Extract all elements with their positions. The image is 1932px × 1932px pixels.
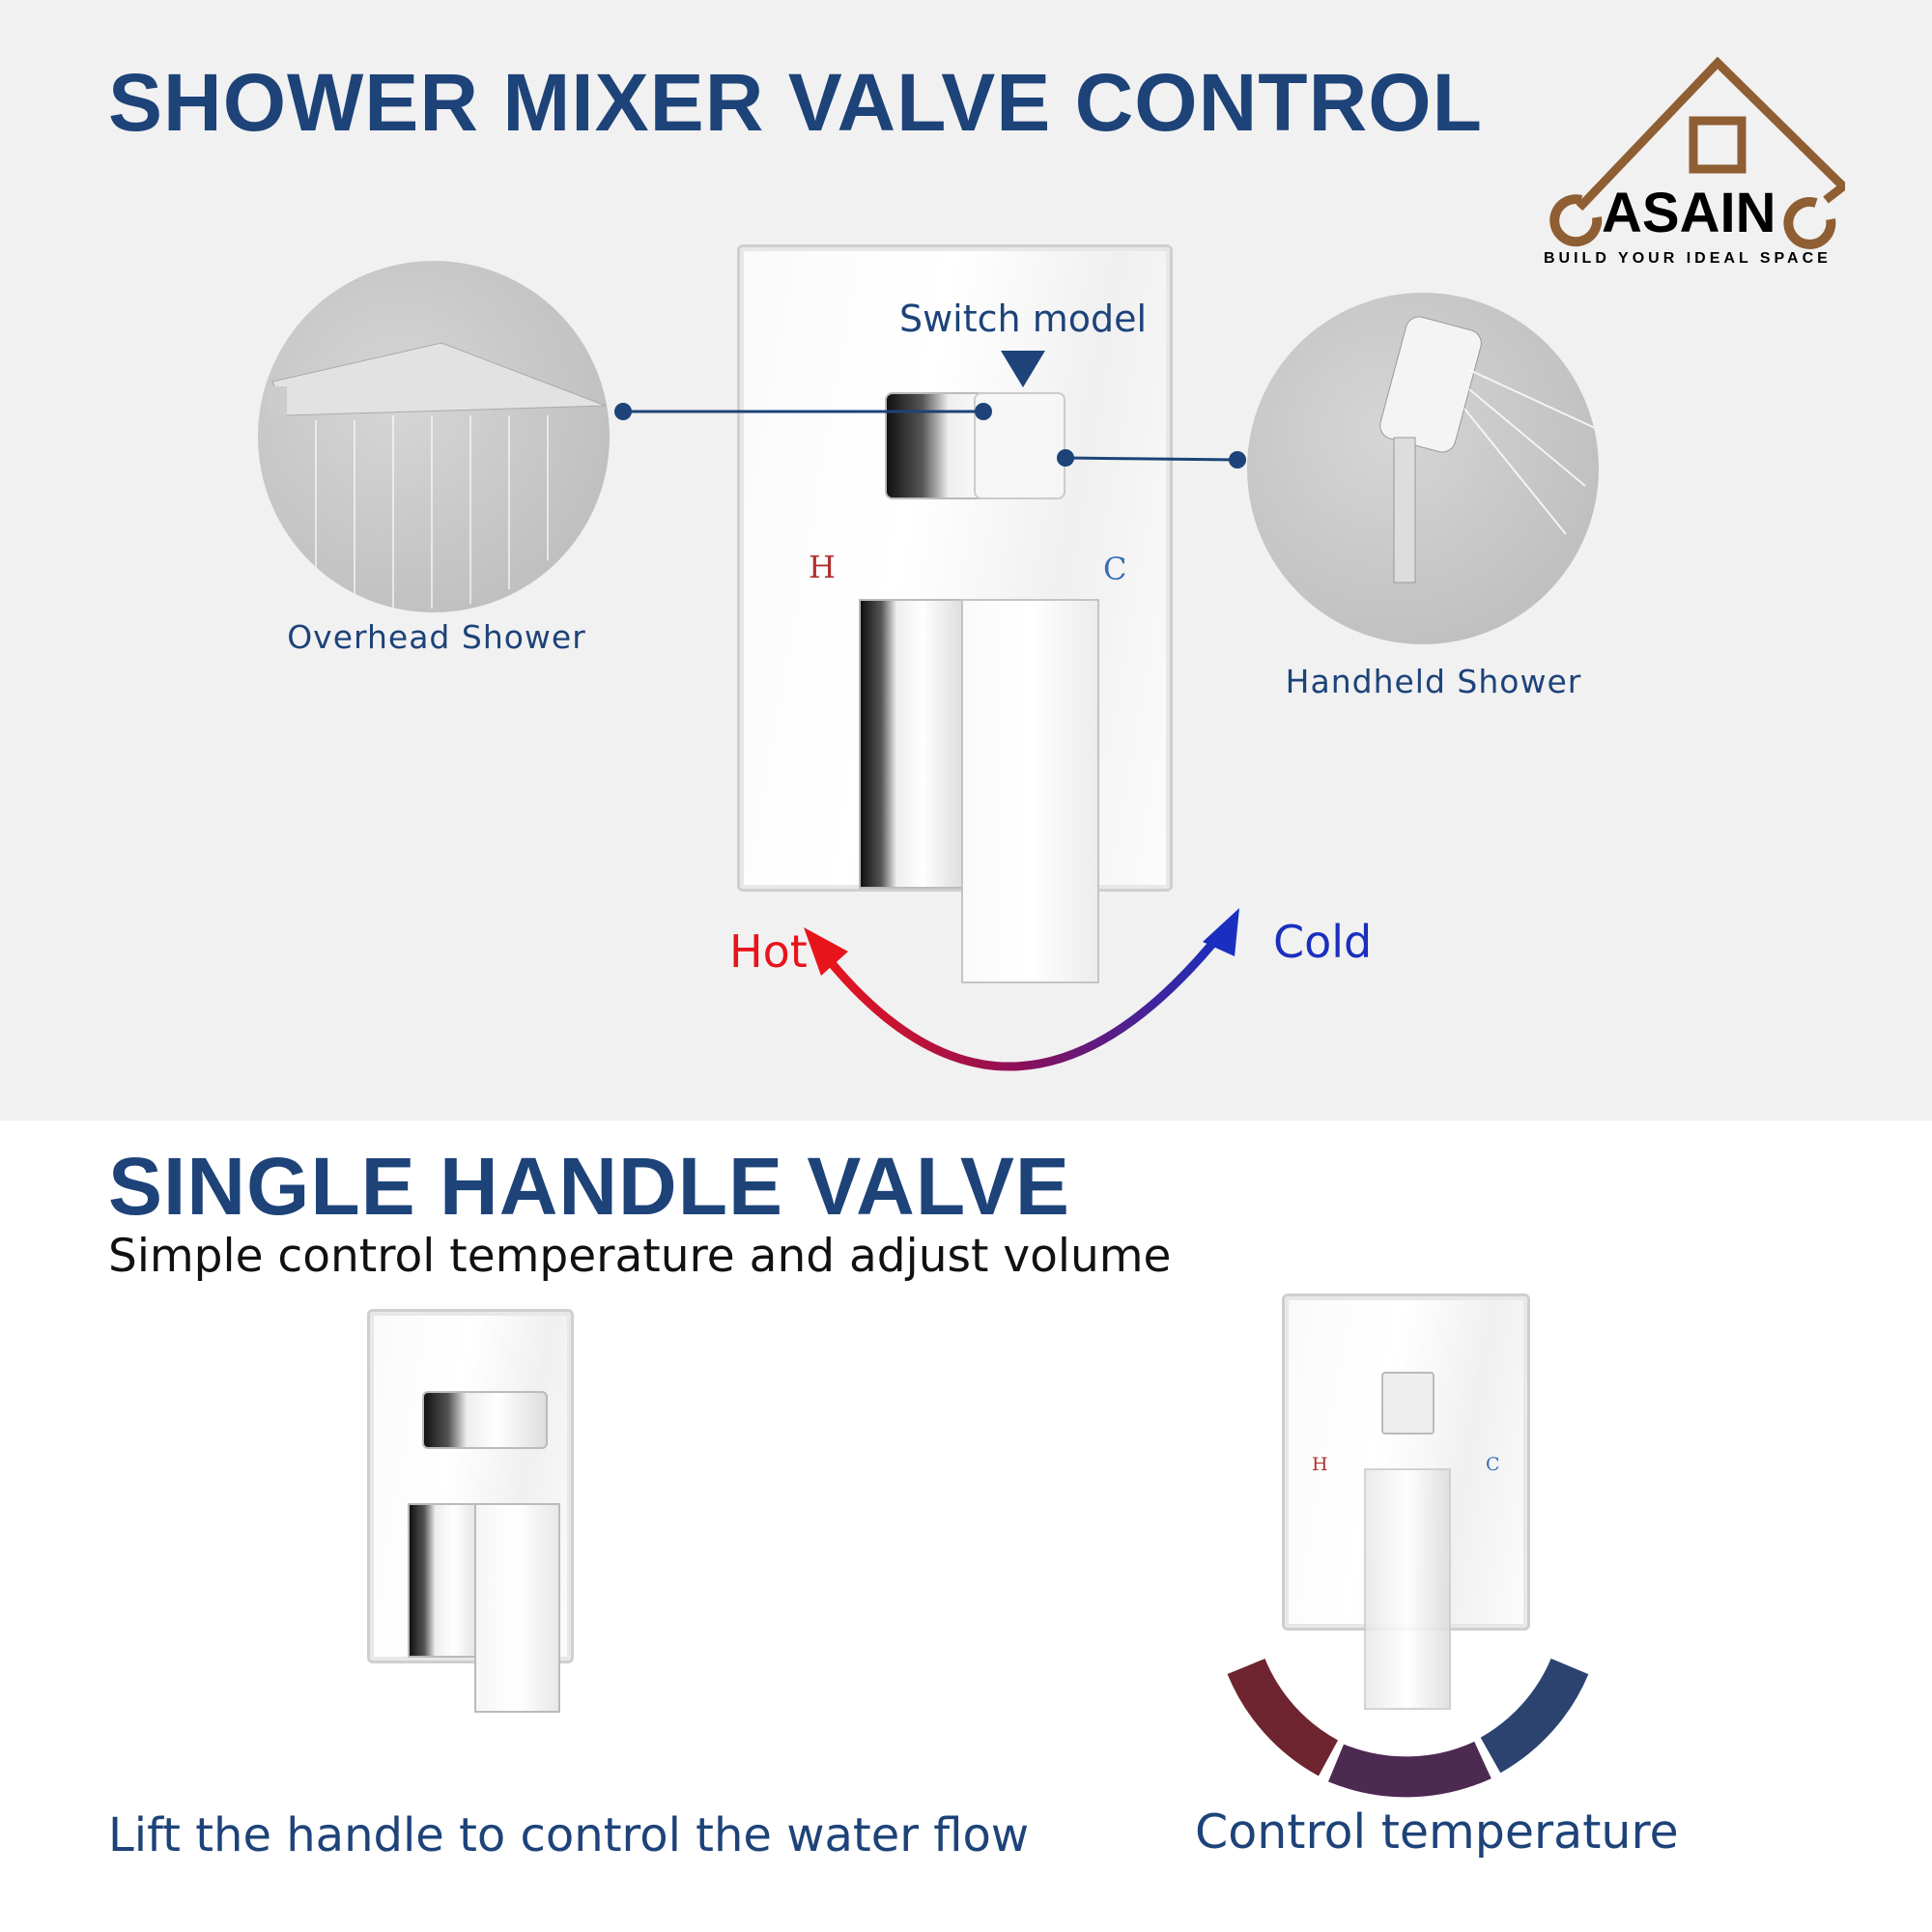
svg-text:BUILD YOUR IDEAL SPACE: BUILD YOUR IDEAL SPACE	[1544, 250, 1832, 267]
right-cold-mark: C	[1486, 1454, 1500, 1475]
left-valve-handle	[474, 1503, 560, 1713]
left-valve-handle-side	[408, 1503, 485, 1658]
handle-side	[859, 599, 965, 889]
cold-mark: C	[1103, 551, 1127, 587]
right-caption: Control temperature	[1195, 1804, 1679, 1860]
diverter-knob-face	[974, 392, 1065, 499]
hot-mark: H	[809, 549, 836, 585]
section-subtitle: Simple control temperature and adjust vo…	[108, 1230, 1172, 1283]
hot-label: Hot	[729, 925, 808, 978]
page-title: SHOWER MIXER VALVE CONTROL	[108, 57, 1483, 148]
overhead-shower-label: Overhead Shower	[287, 618, 586, 656]
overhead-shower-image	[258, 261, 610, 612]
right-valve-handle	[1364, 1468, 1451, 1710]
svg-text:ASAIN: ASAIN	[1602, 182, 1776, 244]
cold-label: Cold	[1273, 916, 1373, 968]
right-valve-diverter	[1381, 1372, 1435, 1435]
switch-model-label: Switch model	[898, 298, 1148, 340]
left-valve-diverter	[422, 1391, 548, 1449]
section-title: SINGLE HANDLE VALVE	[108, 1141, 1070, 1232]
handheld-shower-label: Handheld Shower	[1285, 663, 1582, 700]
right-hot-mark: H	[1312, 1454, 1328, 1475]
left-caption: Lift the handle to control the water flo…	[108, 1808, 1030, 1862]
pointer-down-icon	[1001, 351, 1045, 387]
mixer-handle[interactable]	[961, 599, 1099, 983]
handheld-shower-image	[1247, 293, 1599, 644]
casaino-logo: ASAIN BUILD YOUR IDEAL SPACE	[1544, 56, 1845, 267]
